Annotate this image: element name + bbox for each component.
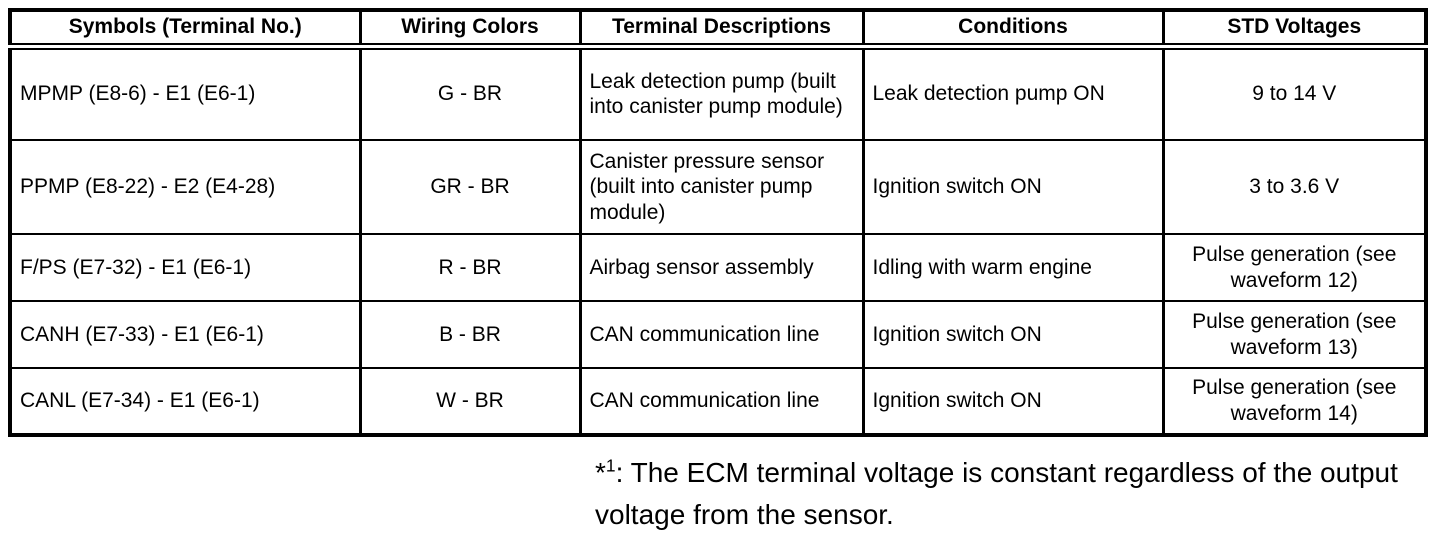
cell-symbol: F/PS (E7-32) - E1 (E6-1) <box>8 233 362 302</box>
table-row: F/PS (E7-32) - E1 (E6-1) R - BR Airbag s… <box>8 233 1428 302</box>
table-row: CANH (E7-33) - E1 (E6-1) B - BR CAN comm… <box>8 300 1428 369</box>
cell-symbol: PPMP (E8-22) - E2 (E4-28) <box>8 139 362 235</box>
cell-symbol: CANH (E7-33) - E1 (E6-1) <box>8 300 362 369</box>
cell-condition: Ignition switch ON <box>861 300 1165 369</box>
cell-description: Leak detection pump (built into canister… <box>578 45 865 141</box>
terminal-voltage-table: Symbols (Terminal No.) Wiring Colors Ter… <box>8 8 1428 437</box>
cell-wiring-color: W - BR <box>358 367 582 436</box>
column-header-conditions: Conditions <box>861 8 1165 50</box>
column-header-wiring: Wiring Colors <box>358 8 582 50</box>
cell-condition: Ignition switch ON <box>861 139 1165 235</box>
table-row: MPMP (E8-6) - E1 (E6-1) G - BR Leak dete… <box>8 45 1428 141</box>
column-header-voltages: STD Voltages <box>1161 8 1428 50</box>
table-row: PPMP (E8-22) - E2 (E4-28) GR - BR Canist… <box>8 139 1428 235</box>
cell-wiring-color: R - BR <box>358 233 582 302</box>
cell-std-voltage: Pulse generation (see waveform 12) <box>1161 233 1428 302</box>
cell-symbol: MPMP (E8-6) - E1 (E6-1) <box>8 45 362 141</box>
cell-wiring-color: G - BR <box>358 45 582 141</box>
cell-wiring-color: B - BR <box>358 300 582 369</box>
cell-description: Canister pressure sensor (built into can… <box>578 139 865 235</box>
cell-std-voltage: 3 to 3.6 V <box>1161 139 1428 235</box>
footnote-text: : The ECM terminal voltage is constant r… <box>595 457 1398 530</box>
footnote: *1: The ECM terminal voltage is constant… <box>595 452 1447 534</box>
cell-condition: Idling with warm engine <box>861 233 1165 302</box>
cell-condition: Leak detection pump ON <box>861 45 1165 141</box>
cell-wiring-color: GR - BR <box>358 139 582 235</box>
cell-std-voltage: Pulse generation (see waveform 13) <box>1161 300 1428 369</box>
cell-std-voltage: 9 to 14 V <box>1161 45 1428 141</box>
footnote-marker: * <box>595 457 606 488</box>
column-header-descriptions: Terminal Descriptions <box>578 8 865 50</box>
footnote-superscript: 1 <box>605 455 616 476</box>
cell-symbol: CANL (E7-34) - E1 (E6-1) <box>8 367 362 436</box>
cell-description: CAN communication line <box>578 300 865 369</box>
table-header-row: Symbols (Terminal No.) Wiring Colors Ter… <box>8 8 1428 50</box>
cell-std-voltage: Pulse generation (see waveform 14) <box>1161 367 1428 436</box>
cell-condition: Ignition switch ON <box>861 367 1165 436</box>
table-row: CANL (E7-34) - E1 (E6-1) W - BR CAN comm… <box>8 367 1428 436</box>
cell-description: Airbag sensor assembly <box>578 233 865 302</box>
column-header-symbols: Symbols (Terminal No.) <box>8 8 362 50</box>
cell-description: CAN communication line <box>578 367 865 436</box>
